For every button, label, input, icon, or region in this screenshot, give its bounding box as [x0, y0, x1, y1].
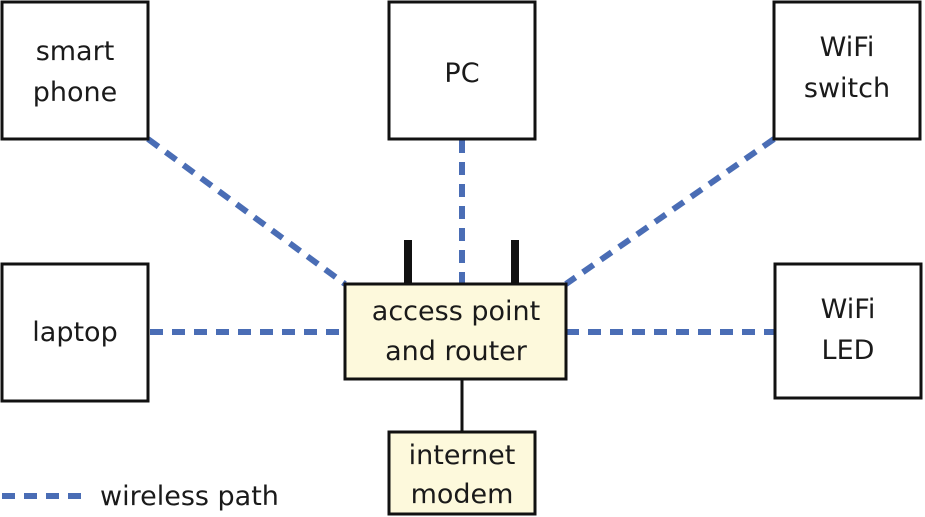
- pc-box: [387, 0, 537, 141]
- legend: wireless path: [2, 481, 279, 512]
- link-wifi-switch-router: [564, 136, 776, 287]
- wireless-links: [146, 136, 776, 335]
- router: access point and router: [343, 282, 568, 381]
- modem: internet modem: [387, 430, 537, 516]
- device-smartphone: smart phone: [0, 0, 150, 141]
- laptop-label: laptop: [32, 317, 117, 348]
- antenna-right: [511, 240, 519, 286]
- antenna-left: [404, 240, 412, 286]
- router-box: [343, 282, 568, 381]
- modem-box: [387, 430, 537, 516]
- router-label-line1: access point: [372, 296, 540, 327]
- modem-label-line1: internet: [409, 440, 516, 471]
- router-label-line2: and router: [385, 336, 528, 367]
- device-wifi-switch: WiFi switch: [772, 0, 922, 141]
- smartphone-label-line2: phone: [33, 77, 118, 108]
- smartphone-box: [0, 0, 150, 141]
- link-smartphone-router: [146, 136, 347, 287]
- wifi-switch-label-line2: switch: [804, 73, 890, 104]
- device-laptop: laptop: [0, 262, 150, 403]
- laptop-box: [0, 262, 150, 403]
- wifi-led-label-line1: WiFi: [821, 294, 876, 325]
- device-wifi-led: WiFi LED: [773, 262, 923, 400]
- wifi-switch-box: [772, 0, 922, 141]
- wifi-switch-label-line1: WiFi: [820, 32, 875, 63]
- wifi-led-label-line2: LED: [822, 335, 875, 366]
- modem-label-line2: modem: [411, 479, 514, 510]
- pc-label: PC: [444, 58, 479, 89]
- legend-wireless-label: wireless path: [100, 481, 279, 512]
- device-pc: PC: [387, 0, 537, 141]
- wifi-led-box: [773, 262, 923, 400]
- smartphone-label-line1: smart: [36, 36, 115, 67]
